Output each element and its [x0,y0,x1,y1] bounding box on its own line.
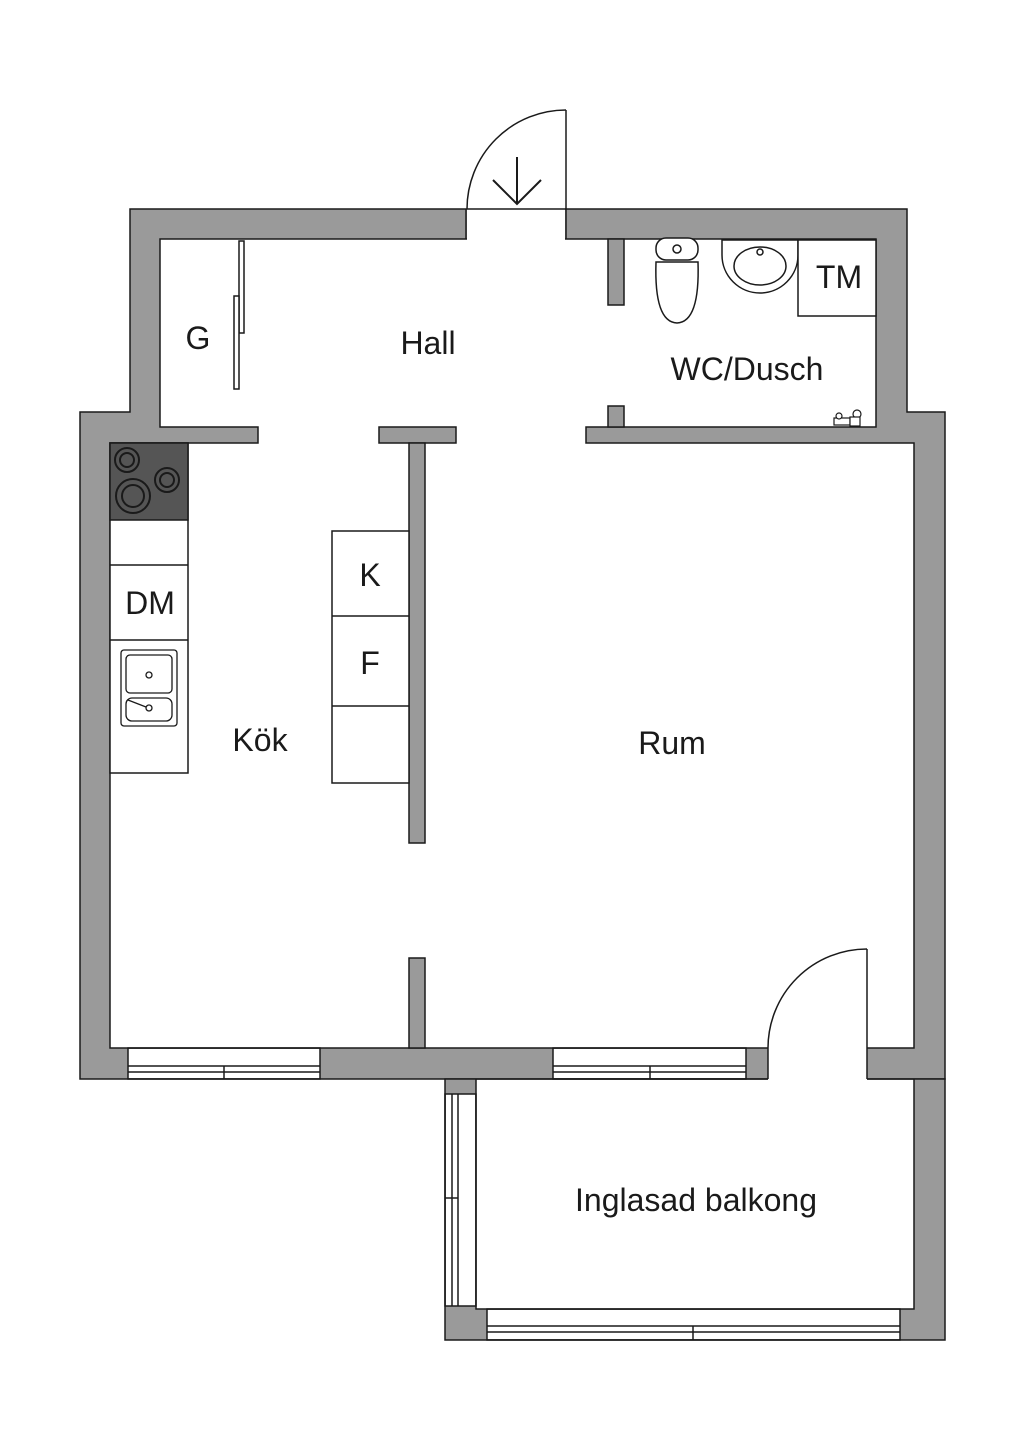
cabinet-column [331,530,410,784]
washbasin-icon [721,239,799,294]
wardrobe [233,240,245,390]
windows [127,1047,901,1341]
labels: Hall WC/Dusch Kök Rum Inglasad balkong G… [125,259,862,1218]
fixture-label-wardrobe: G [186,320,211,356]
window-icon [444,1093,477,1307]
doors [466,109,868,1079]
wc-wall-lower [607,405,625,428]
fixture-label-freezer: K [359,557,380,593]
washer-box [797,239,877,317]
kitchen-fixtures [109,442,410,784]
shower-mixer-icon [833,409,862,427]
balcony-door-opening [768,1047,867,1080]
window-icon [486,1308,901,1341]
wc-wall-upper [607,238,625,306]
toilet-icon [655,237,699,324]
room-label-balcony: Inglasad balkong [575,1182,817,1218]
hall-partition [378,426,457,444]
door-swing-icon [466,109,567,210]
room-label-wc: WC/Dusch [671,351,824,387]
entrance-arrow-icon [492,157,542,206]
kitchen-partition-top [408,442,426,844]
bathroom-fixtures [655,237,877,427]
room-label-kitchen: Kök [232,722,288,758]
window-icon [127,1047,321,1080]
fixture-label-dishwasher: DM [125,585,175,621]
sink-icon [120,649,178,727]
sliding-door [233,295,240,390]
fixture-label-washer: TM [816,259,862,295]
kitchen-partition-bottom [408,957,426,1049]
fixture-label-fridge: F [360,645,380,681]
room-label-living: Rum [638,725,706,761]
window-icon [552,1047,747,1080]
door-swing-icon [767,948,868,1079]
entrance-opening [467,208,565,240]
room-label-hall: Hall [400,325,455,361]
sliding-door [238,240,245,334]
stove-icon [109,442,189,521]
